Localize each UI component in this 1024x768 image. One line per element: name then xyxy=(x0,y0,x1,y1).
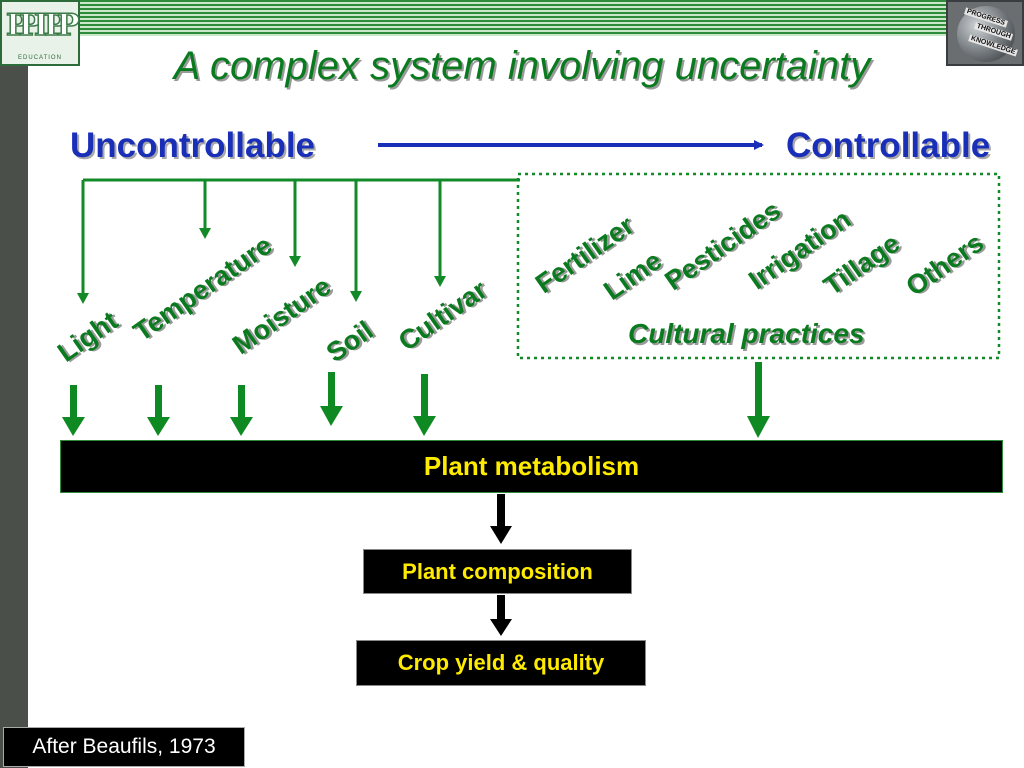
logo-letter: I xyxy=(33,7,49,44)
cultural-practices-box xyxy=(516,172,1001,360)
top-striped-bar xyxy=(80,0,946,36)
flow-arrows xyxy=(490,494,512,636)
citation-box: After Beaufils, 1973 xyxy=(3,727,245,767)
plant-composition-box: Plant composition xyxy=(363,549,632,594)
logo-letter: P xyxy=(5,7,29,44)
logo-subtitle: EDUCATION xyxy=(18,55,62,61)
controllable-label: Controllable xyxy=(786,126,991,165)
crop-yield-quality-box: Crop yield & quality xyxy=(356,640,646,686)
ppi-logo: P P I P P EDUCATION xyxy=(0,0,80,66)
factor-bus-arrowheads xyxy=(77,228,446,304)
plant-metabolism-box: Plant metabolism xyxy=(60,440,1003,493)
logo-letter: P xyxy=(56,7,80,44)
uncontrollable-label: Uncontrollable xyxy=(70,126,316,165)
logo-letter: P xyxy=(18,7,42,44)
cultural-practices-label: Cultural practices xyxy=(628,318,865,349)
left-sidebar-bar xyxy=(0,0,28,768)
progress-knowledge-logo: PROGRESS THROUGH KNOWLEDGE xyxy=(946,0,1024,66)
slide-title: A complex system involving uncertainty xyxy=(173,44,871,88)
factor-bus xyxy=(81,178,520,295)
metabolism-input-arrows xyxy=(62,362,770,438)
logo-letter: P xyxy=(43,7,67,44)
